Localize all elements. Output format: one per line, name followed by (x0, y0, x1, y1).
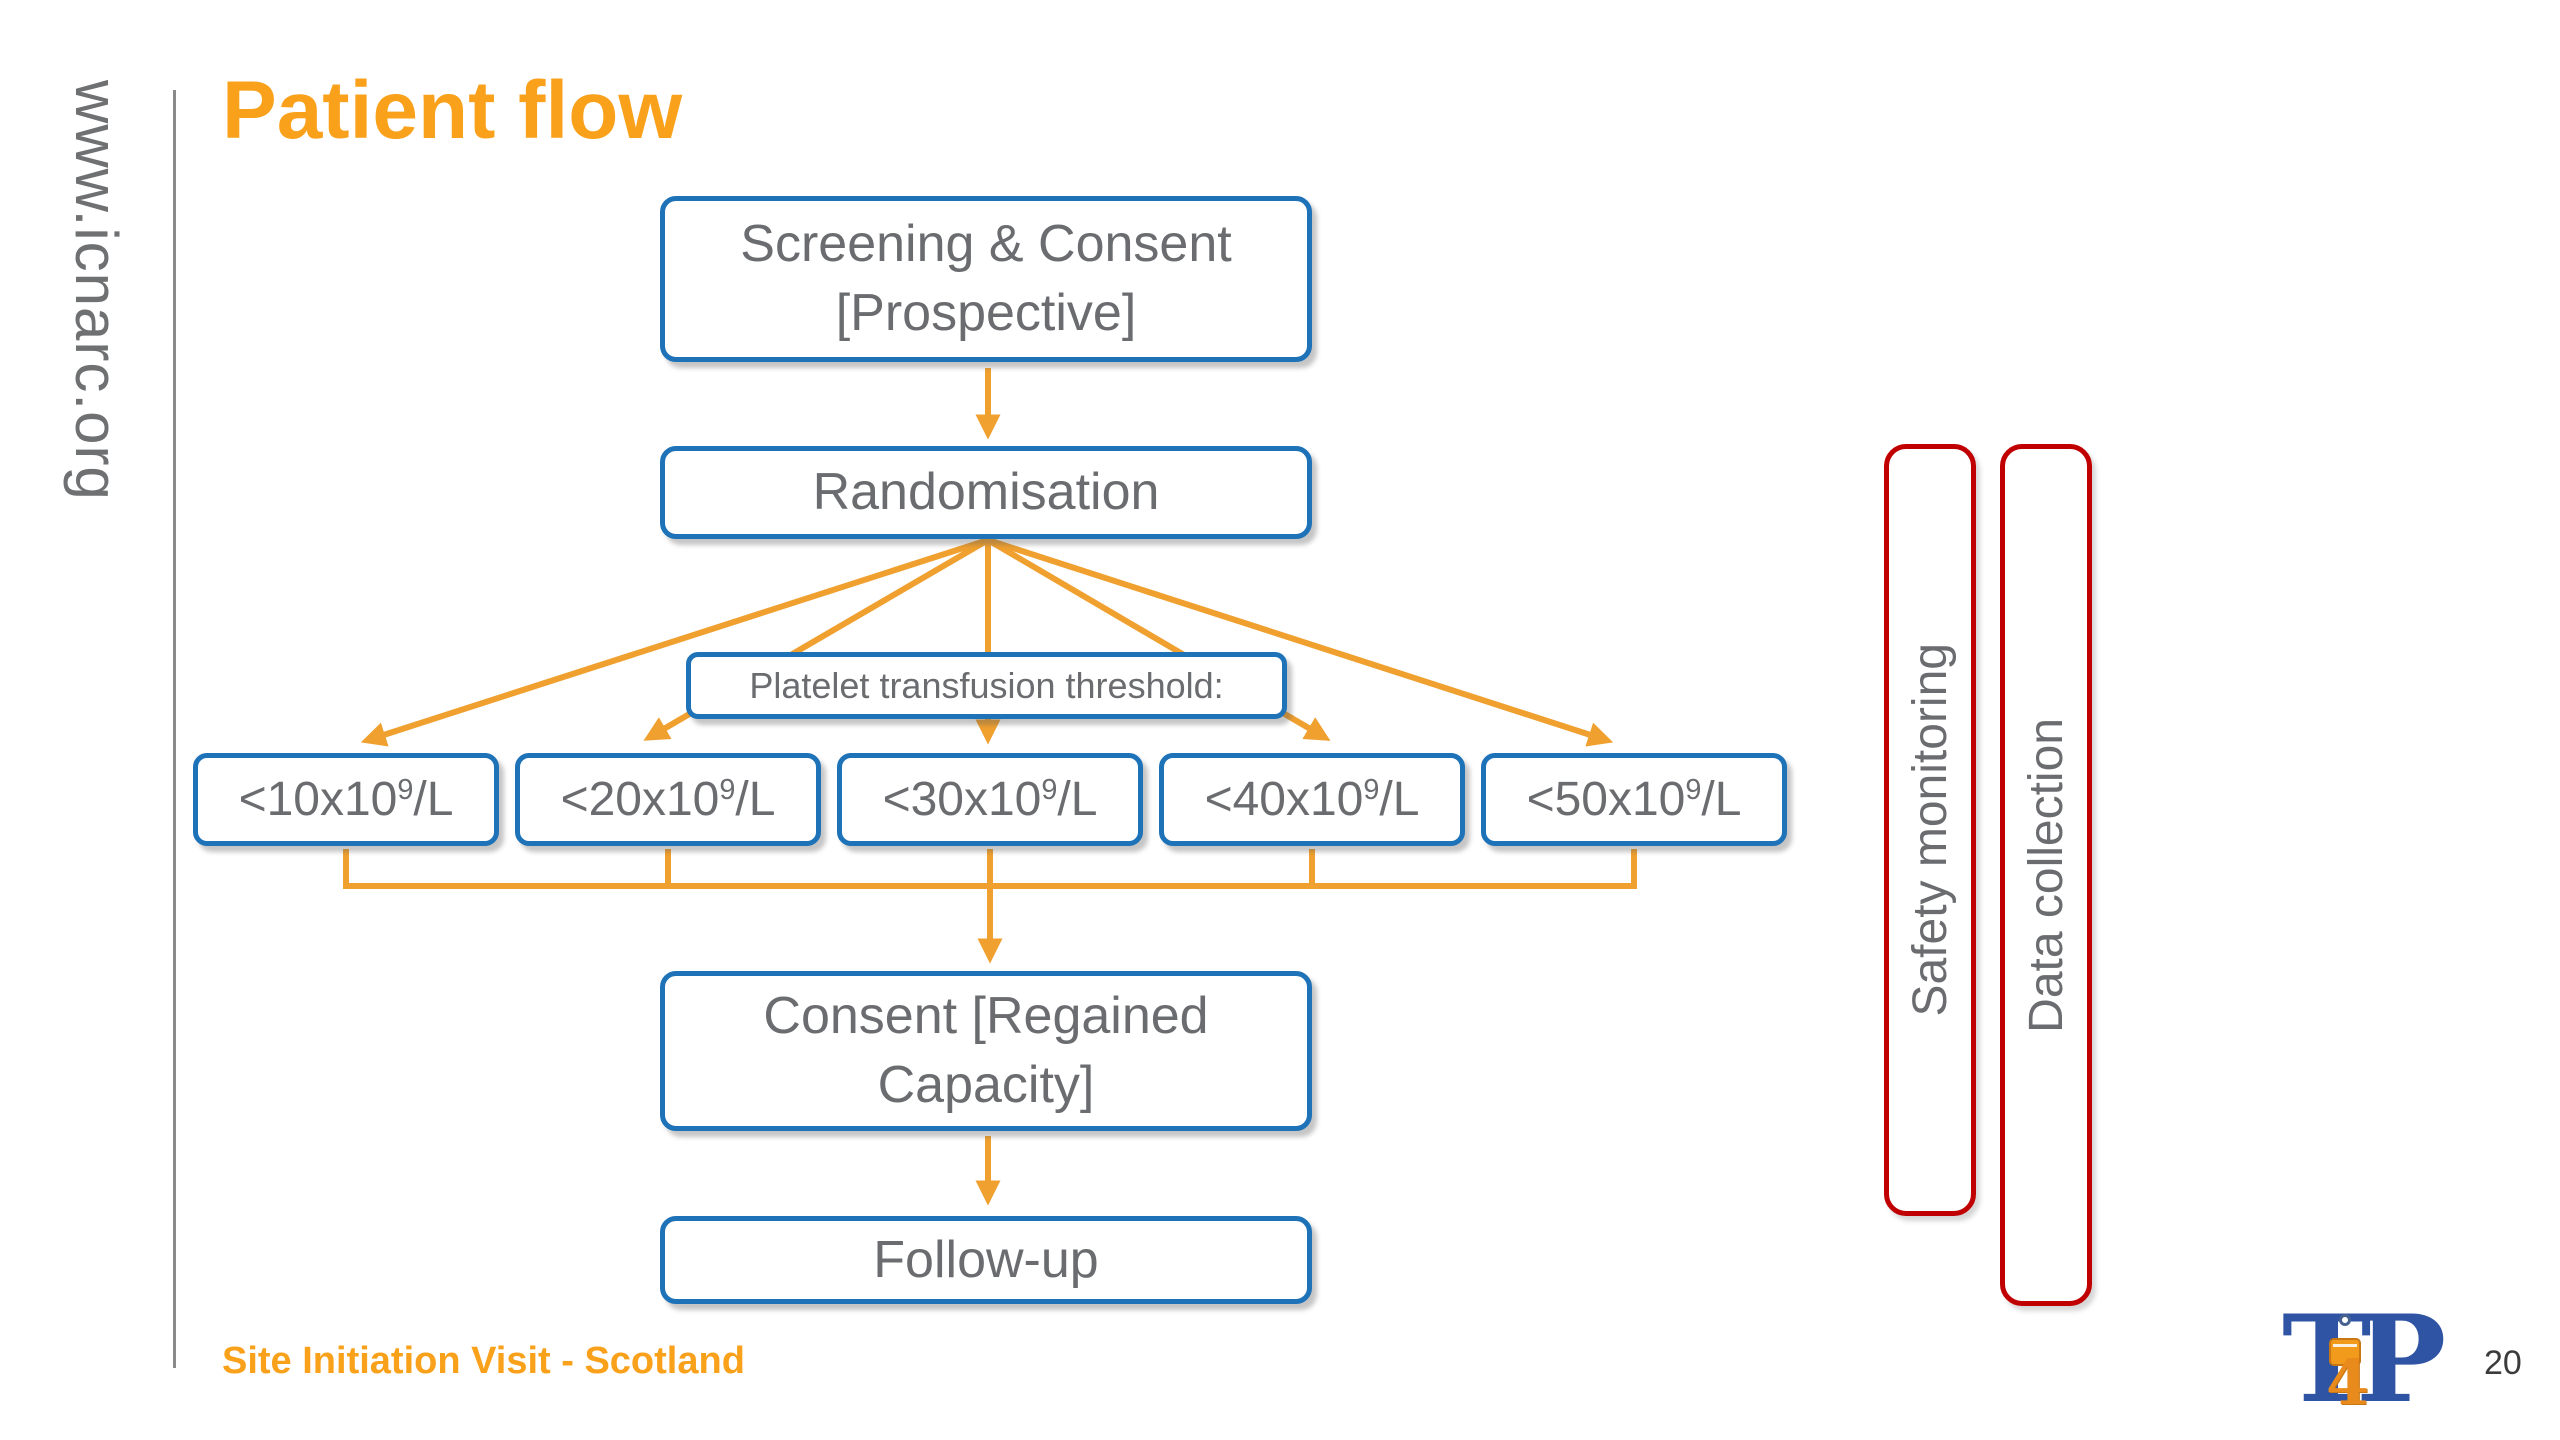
platelet-bag-icon (2329, 1338, 2361, 1366)
followup-label: Follow-up (873, 1230, 1099, 1289)
flow-box-threshold-2: <20x109/L (515, 753, 821, 846)
logo-letter-p: P (2356, 1289, 2447, 1430)
flow-box-consent: Consent [Regained Capacity] (660, 971, 1312, 1131)
flow-box-screening: Screening & Consent [Prospective] (660, 196, 1312, 362)
flow-box-threshold-4: <40x109/L (1159, 753, 1465, 846)
consent-line2: Capacity] (877, 1056, 1095, 1114)
flow-box-threshold-label: Platelet transfusion threshold: (686, 652, 1287, 719)
threshold-value-2: <20x109/L (560, 772, 776, 826)
threshold-value-1: <10x109/L (238, 772, 454, 826)
side-bar-safety-monitoring: Safety monitoring (1884, 444, 1976, 1216)
flow-box-threshold-1: <10x109/L (193, 753, 499, 846)
flow-box-followup: Follow-up (660, 1216, 1312, 1304)
page-title: Patient flow (222, 65, 683, 156)
logo-letter-four: 4 (2326, 1346, 2370, 1419)
sidebar-url: www.icnarc.org (63, 80, 130, 501)
threshold-value-4: <40x109/L (1204, 772, 1420, 826)
randomisation-label: Randomisation (812, 463, 1160, 522)
consent-line1: Consent [Regained (763, 987, 1209, 1046)
flow-box-threshold-5: <50x109/L (1481, 753, 1787, 846)
collector-rail (343, 849, 1637, 889)
footer-caption: Site Initiation Visit - Scotland (222, 1340, 745, 1382)
t4p-logo: T 4 P (2282, 1300, 2446, 1420)
data-collection-label: Data collection (2019, 717, 2073, 1033)
side-bar-data-collection: Data collection (2000, 444, 2092, 1306)
hook-icon (2339, 1314, 2351, 1326)
threshold-label: Platelet transfusion threshold: (749, 664, 1224, 706)
page-number: 20 (2484, 1344, 2522, 1382)
threshold-value-5: <50x109/L (1526, 772, 1742, 826)
safety-monitoring-label: Safety monitoring (1903, 643, 1957, 1017)
threshold-value-3: <30x109/L (882, 772, 1098, 826)
flow-box-randomisation: Randomisation (660, 446, 1312, 539)
flow-box-threshold-3: <30x109/L (837, 753, 1143, 846)
vertical-divider (173, 90, 176, 1368)
screening-line2: [Prospective] (835, 284, 1137, 342)
screening-line1: Screening & Consent (740, 215, 1232, 274)
